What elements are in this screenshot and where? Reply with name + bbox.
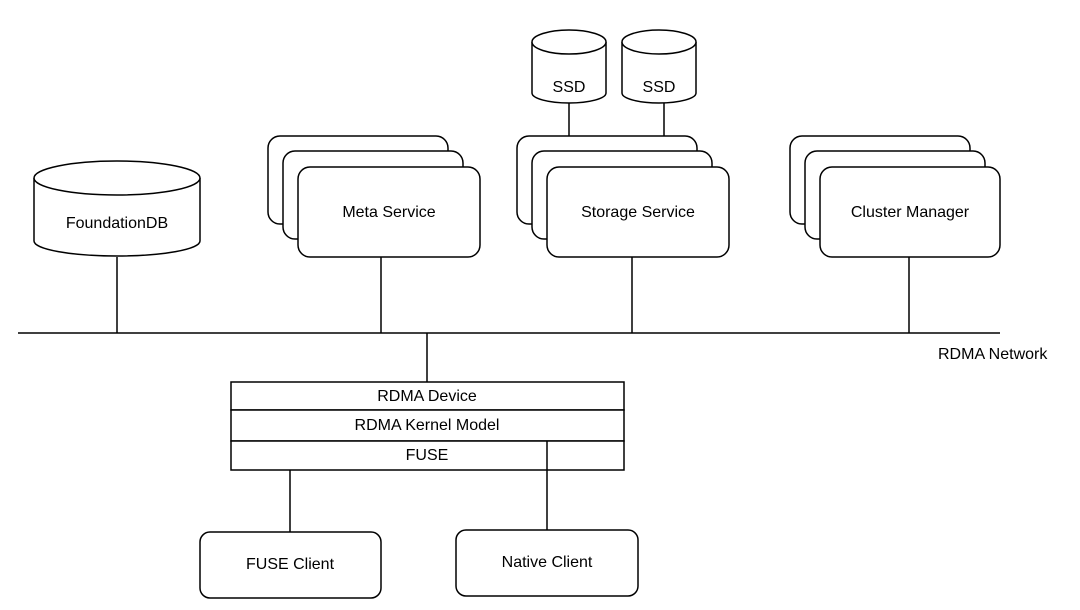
fuse-client-label: FUSE Client <box>246 556 335 573</box>
ssd-2-node: SSD <box>621 29 697 104</box>
foundationdb-node: FoundationDB <box>33 160 201 257</box>
client-stack: RDMA Device RDMA Kernel Model FUSE <box>230 381 625 471</box>
fuse-layer <box>230 440 625 471</box>
foundationdb-cylinder-body <box>33 178 201 257</box>
rdma-network-label: RDMA Network <box>938 346 1048 363</box>
ssd-2-label: SSD <box>643 79 676 96</box>
foundationdb-cylinder-top <box>33 160 201 196</box>
meta-service-label: Meta Service <box>342 204 435 221</box>
foundationdb-label: FoundationDB <box>66 215 168 232</box>
rdma-device-label: RDMA Device <box>377 388 477 405</box>
storage-service-box <box>546 166 730 258</box>
native-client-node: Native Client <box>455 529 639 597</box>
ssd-2-cylinder-top <box>621 29 697 55</box>
ssd-1-label: SSD <box>553 79 586 96</box>
fuse-client-node: FUSE Client <box>199 531 382 599</box>
cluster-manager-box <box>819 166 1001 258</box>
meta-service-node: Meta Service <box>267 135 481 258</box>
ssd-2-cylinder-body <box>621 42 697 104</box>
cluster-manager-label: Cluster Manager <box>851 204 970 221</box>
storage-service-node: Storage Service <box>516 135 730 258</box>
ssd-1-node: SSD <box>531 29 607 104</box>
storage-service-label: Storage Service <box>581 204 695 221</box>
fuse-label: FUSE <box>406 447 449 464</box>
ssd-1-cylinder-body <box>531 42 607 104</box>
fuse-client-box <box>199 531 382 599</box>
native-client-box <box>455 529 639 597</box>
meta-service-box <box>297 166 481 258</box>
rdma-kernel-model-layer <box>230 409 625 442</box>
ssd-1-cylinder-top <box>531 29 607 55</box>
rdma-kernel-model-label: RDMA Kernel Model <box>355 417 500 434</box>
cluster-manager-node: Cluster Manager <box>789 135 1001 258</box>
native-client-label: Native Client <box>502 554 593 571</box>
rdma-device-layer <box>230 381 625 411</box>
